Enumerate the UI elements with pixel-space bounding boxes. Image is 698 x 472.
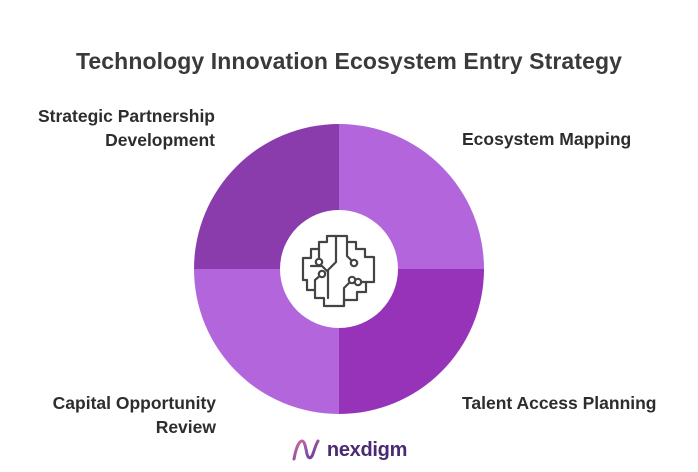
label-talent-access-planning: Talent Access Planning <box>462 391 657 415</box>
label-line: Development <box>105 130 215 150</box>
diagram-title: Technology Innovation Ecosystem Entry St… <box>75 48 623 74</box>
brain-circuit-icon <box>301 234 376 308</box>
label-capital-opportunity-review: Capital Opportunity Review <box>53 391 216 439</box>
label-line: Review <box>155 417 216 437</box>
center-circle <box>280 210 398 328</box>
brand-name: nexdigm <box>326 438 408 461</box>
label-line: Talent Access Planning <box>462 393 657 413</box>
label-strategic-partnership-development: Strategic Partnership Development <box>38 104 215 152</box>
label-ecosystem-mapping: Ecosystem Mapping <box>462 127 631 151</box>
label-line: Strategic Partnership <box>38 106 215 126</box>
label-line: Capital Opportunity <box>52 393 216 413</box>
brand-footer: nexdigm <box>0 438 698 462</box>
nexdigm-logo-icon <box>292 439 320 461</box>
label-line: Ecosystem Mapping <box>462 129 632 149</box>
